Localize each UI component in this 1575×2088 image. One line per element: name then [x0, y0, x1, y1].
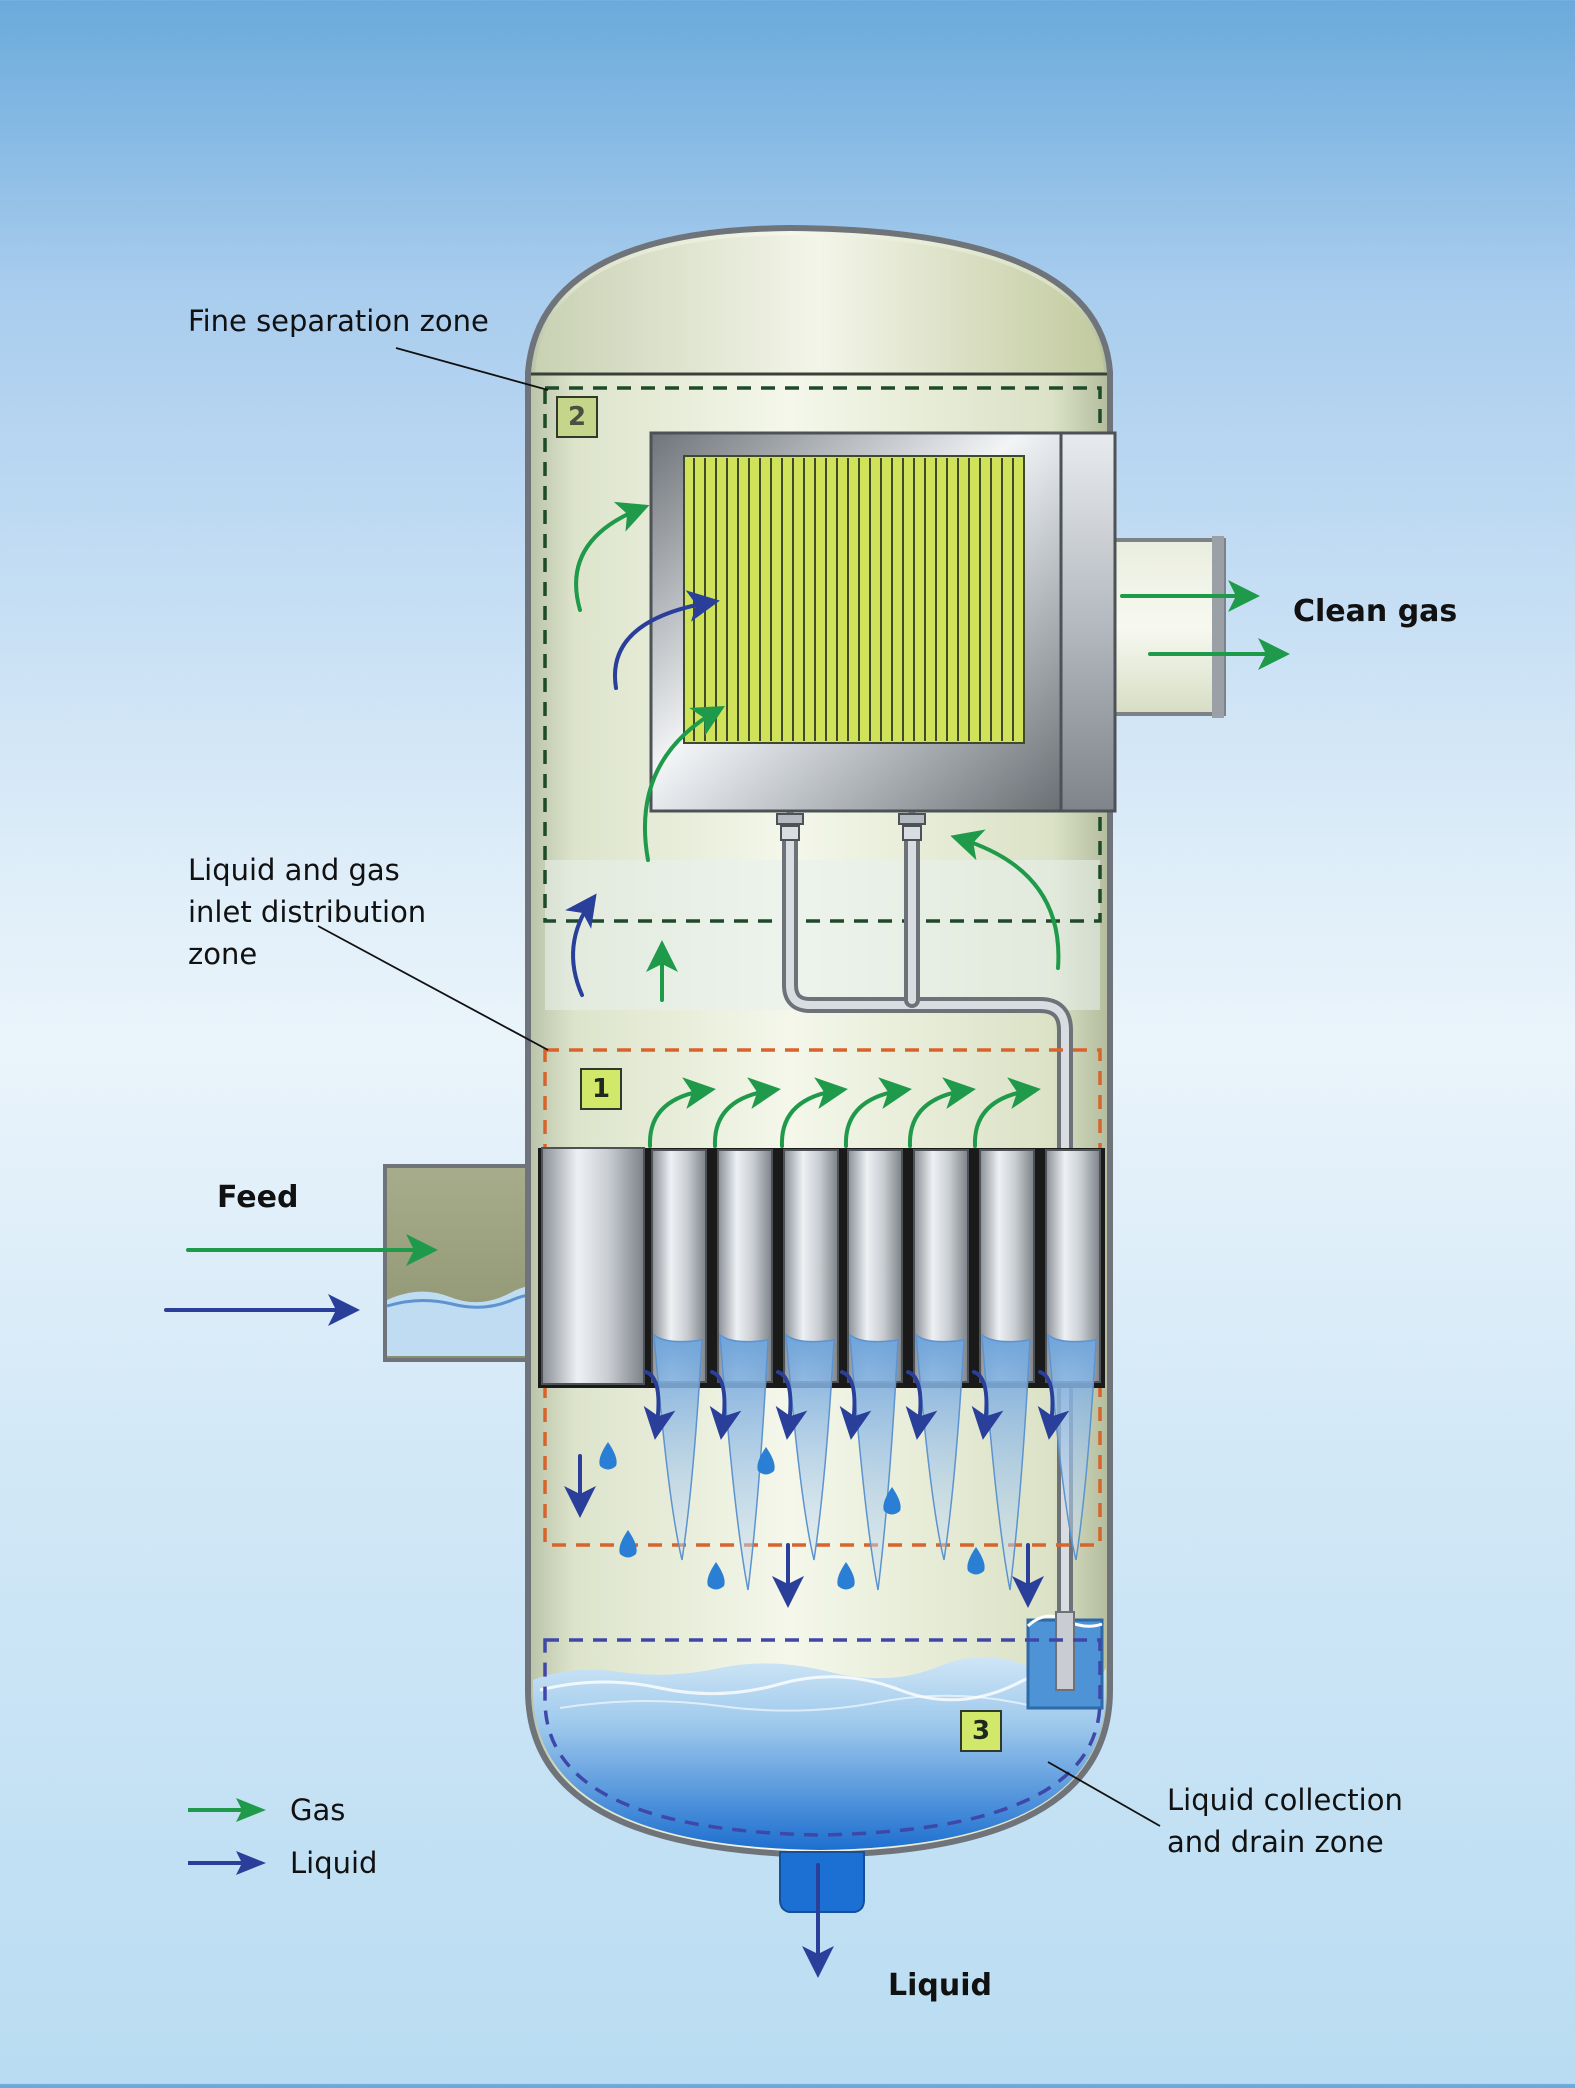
liquid-flow-arrow: [613, 590, 720, 690]
droplet: [883, 1487, 901, 1515]
leader-lines: [317, 347, 1161, 1827]
liquid-flow-arrow: [565, 893, 597, 997]
flow-arrows: [164, 501, 1290, 1978]
liquid-flow-arrow: [905, 1370, 938, 1440]
liquid-flow-arrow: [839, 1370, 872, 1440]
droplet: [757, 1447, 775, 1475]
liquid-pool: [533, 1656, 1106, 1850]
liquid-flow-arrow: [971, 1370, 1004, 1440]
droplet: [619, 1530, 637, 1558]
clean-gas-label: Clean gas: [1293, 594, 1458, 629]
zone-1-badge: 1: [580, 1068, 622, 1110]
liquid-drain-nozzle: [779, 1851, 865, 1913]
fine-separation-zone-label: Fine separation zone: [188, 304, 489, 338]
mesh-pad: [683, 455, 1025, 744]
zone-3-badge: 3: [960, 1710, 1002, 1752]
legend-liquid-label: Liquid: [290, 1846, 378, 1880]
drain-pipe: [782, 812, 1073, 1688]
zone-3-boundary: [543, 1638, 1102, 1837]
inlet-distribution-zone-label: Liquid and gas inlet distribution zone: [188, 853, 427, 971]
droplet: [707, 1562, 725, 1590]
liquid-flow-arrow: [775, 1370, 808, 1440]
green-arrow-icon: [188, 1798, 266, 1822]
gas-flow-arrow: [574, 501, 650, 612]
legend-gas: Gas: [186, 1790, 486, 1830]
blue-arrow-icon: [188, 1851, 266, 1875]
gas-flow-arrow: [843, 1077, 912, 1148]
seal-pot: [1026, 1611, 1104, 1710]
legend-liquid: Liquid: [186, 1843, 486, 1883]
liquid-droplets: [599, 1442, 985, 1590]
liquid-collection-zone-label: Liquid collection and drain zone: [1167, 1783, 1403, 1859]
liquid-curtain: [719, 1333, 769, 1591]
drain-pipe-flanges: [776, 813, 926, 841]
droplet: [599, 1442, 617, 1470]
droplet: [967, 1547, 985, 1575]
liquid-curtain: [981, 1333, 1031, 1591]
droplet: [837, 1562, 855, 1590]
liquid-flow-arrow: [1037, 1370, 1070, 1440]
mist-region: [545, 860, 1100, 1010]
liquid-curtain: [849, 1333, 899, 1591]
liquid-curtain: [1047, 1333, 1097, 1561]
feed-label: Feed: [217, 1180, 299, 1215]
liquid-curtains: [653, 1333, 1097, 1591]
mesh-pad-lines: [693, 458, 1014, 741]
gas-flow-arrow: [779, 1077, 848, 1148]
gas-flow-arrow: [950, 829, 1061, 970]
feed-inlet-nozzle: [383, 1164, 543, 1362]
clean-gas-outlet-nozzle: [1098, 536, 1226, 718]
liquid-flow-arrow: [643, 1370, 676, 1440]
liquid-flow-arrow: [709, 1370, 742, 1440]
liquid-curtain: [915, 1333, 965, 1561]
zone-2-badge: 2: [556, 396, 598, 438]
gas-flow-arrow: [647, 1077, 716, 1148]
gas-flow-arrow: [643, 706, 725, 862]
gas-flow-arrow: [907, 1077, 976, 1148]
mist-eliminator-assembly: [649, 431, 1117, 813]
legend-gas-label: Gas: [290, 1793, 346, 1827]
liquid-curtain: [785, 1333, 835, 1561]
gas-flow-arrow: [972, 1077, 1041, 1148]
liquid-curtain: [653, 1333, 703, 1561]
liquid-outlet-label: Liquid: [888, 1968, 992, 2003]
gas-flow-arrow: [712, 1077, 781, 1148]
